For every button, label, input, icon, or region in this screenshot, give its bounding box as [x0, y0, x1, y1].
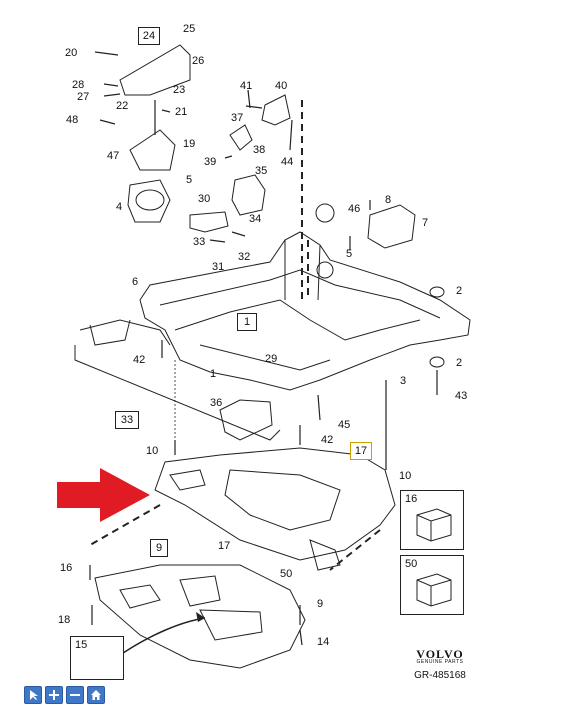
callout: 42 — [321, 434, 334, 446]
callout: 22 — [116, 100, 129, 112]
callout: 37 — [231, 112, 244, 124]
zoom-in-button[interactable] — [45, 686, 63, 704]
kit-box-icon — [416, 573, 452, 607]
callout: 19 — [183, 138, 196, 150]
callout: 23 — [173, 84, 186, 96]
callout: 40 — [275, 80, 288, 92]
callout: 30 — [198, 193, 211, 205]
callout: 1 — [210, 368, 217, 380]
zoom-in-icon — [49, 690, 59, 700]
callout: 38 — [253, 144, 266, 156]
callout: 33 — [193, 236, 206, 248]
callout: 31 — [212, 261, 225, 273]
home-button[interactable] — [87, 686, 105, 704]
clip-box-label: 15 — [75, 639, 88, 651]
kit-box-label: 16 — [405, 493, 418, 505]
callout: 46 — [348, 203, 361, 215]
zoom-out-button[interactable] — [66, 686, 84, 704]
callout: 20 — [65, 47, 78, 59]
kit-box-16: 16 — [400, 490, 464, 550]
brand-name: VOLVO — [416, 647, 464, 661]
callout: 21 — [175, 106, 188, 118]
kit-box-icon — [416, 508, 452, 542]
subframe — [74, 231, 471, 441]
callout: 34 — [249, 213, 262, 225]
callout: 10 — [146, 445, 159, 457]
callout: 47 — [107, 150, 120, 162]
callout: 45 — [338, 419, 351, 431]
arrow-head-small — [196, 612, 205, 622]
kit-box-label: 50 — [405, 558, 418, 570]
callout: 41 — [240, 80, 253, 92]
callout: 8 — [385, 194, 392, 206]
red-arrow — [57, 468, 150, 522]
brand-subtitle: GENUINE PARTS — [416, 659, 464, 665]
callout: 43 — [455, 390, 468, 402]
callout: 48 — [66, 114, 79, 126]
callout: 5 — [346, 248, 353, 260]
pointer-icon — [30, 690, 38, 700]
callout: 17 — [218, 540, 231, 552]
dashed-leaders — [89, 100, 381, 571]
callout: 10 — [399, 470, 412, 482]
boxed-number-17: 17 — [350, 442, 372, 460]
callout: 25 — [183, 23, 196, 35]
callout: 14 — [317, 636, 330, 648]
home-icon — [91, 690, 101, 700]
callout: 16 — [60, 562, 73, 574]
callout: 18 — [58, 614, 71, 626]
callout: 42 — [133, 354, 146, 366]
kit-box-50: 50 — [400, 555, 464, 615]
callout: 32 — [238, 251, 251, 263]
callout: 4 — [116, 201, 123, 213]
boxed-number-24: 24 — [138, 27, 160, 45]
callout: 6 — [132, 276, 139, 288]
callout: 5 — [186, 174, 193, 186]
clip-pointer — [119, 617, 206, 656]
callout: 9 — [317, 598, 324, 610]
boxed-number-1: 1 — [237, 313, 257, 331]
zoom-out-icon — [70, 694, 80, 696]
engine-mounts — [119, 44, 416, 249]
callout: 27 — [77, 91, 90, 103]
lower-splash-shield — [94, 564, 306, 669]
upper-splash-shield — [154, 447, 396, 571]
callout: 2 — [456, 357, 463, 369]
pointer-button[interactable] — [24, 686, 42, 704]
callout: 2 — [456, 285, 463, 297]
diagram-reference: GR-485168 — [414, 670, 466, 681]
callout: 29 — [265, 353, 278, 365]
callout: 44 — [281, 156, 294, 168]
bolts — [89, 51, 438, 646]
callout: 28 — [72, 79, 85, 91]
callout: 39 — [204, 156, 217, 168]
callout: 3 — [400, 375, 407, 387]
clip-box-15: 15 — [70, 636, 124, 680]
dotted-leaders — [174, 360, 387, 470]
callout: 36 — [210, 397, 223, 409]
boxed-number-9: 9 — [150, 539, 168, 557]
callout: 50 — [280, 568, 293, 580]
callout: 7 — [422, 217, 429, 229]
callout: 26 — [192, 55, 205, 67]
boxed-number-33: 33 — [115, 411, 139, 429]
callout: 35 — [255, 165, 268, 177]
